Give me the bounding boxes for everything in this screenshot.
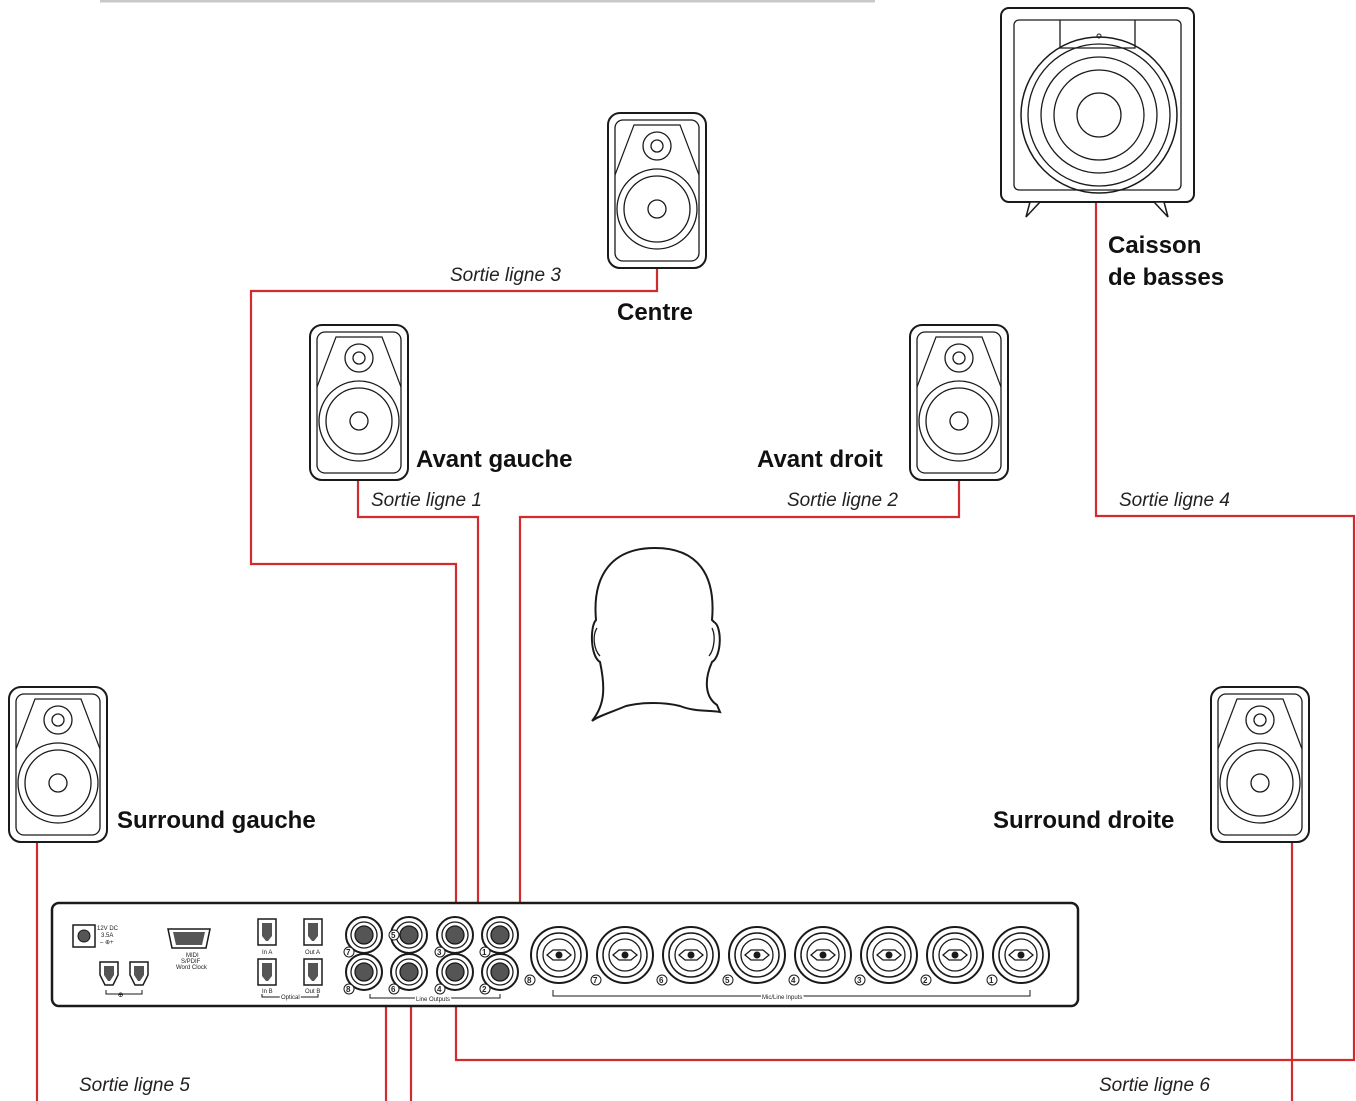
label-output-1: Sortie ligne 1 [371,490,482,511]
line-jack-num-8: 8 [346,985,351,994]
mic-input-jack-6[interactable] [662,926,720,984]
mic-input-jack-2[interactable] [926,926,984,984]
mic-jack-num-7: 7 [593,976,598,985]
optical-label: Optical [281,995,300,1001]
mic-input-jack-8[interactable] [530,926,588,984]
power-jack-icon [72,924,96,948]
mic-input-jack-1[interactable] [992,926,1050,984]
line-jack-num-1: 1 [482,948,487,957]
midi-label-1: MIDI [186,953,199,959]
label-front-right: Avant droit [757,446,883,473]
line-jack-num-2: 2 [482,985,487,994]
mic-jack-num-1: 1 [989,976,994,985]
line-jack-num-7: 7 [346,948,351,957]
label-output-3: Sortie ligne 3 [450,265,561,286]
mic-jack-num-8: 8 [527,976,532,985]
label-output-5: Sortie ligne 5 [79,1075,190,1096]
cable-line-1 [356,480,495,937]
label-output-2: Sortie ligne 2 [787,490,898,511]
listener-head-icon [590,546,722,722]
mic-input-numbers: 8 7 6 5 4 3 2 1 [524,974,998,986]
speaker-surround-right [1210,686,1310,843]
speaker-center [607,112,707,269]
mic-input-jack-4[interactable] [794,926,852,984]
optical-in-b: In B [262,989,273,995]
power-polarity-symbol: – ⊕+ [100,940,114,946]
mic-jack-num-4: 4 [791,976,796,985]
midi-port-icon [167,928,211,949]
mic-jack-num-5: 5 [725,976,730,985]
firewire-port-icon: ⴲ [99,961,149,999]
label-output-4: Sortie ligne 4 [1119,490,1230,511]
optical-ports [257,918,323,998]
midi-label-3: Word Clock [176,965,208,971]
line-jack-num-5: 5 [391,931,396,940]
mic-inputs-label: Mic/Line Inputs [762,995,802,1001]
speaker-front-right [909,324,1009,481]
subwoofer [1000,7,1195,218]
mic-jack-num-2: 2 [923,976,928,985]
optical-out-b: Out B [305,989,320,995]
power-label-2: 3.5A [101,933,113,939]
midi-label-2: S/PDIF [181,959,201,965]
cable-line-4 [454,202,1356,1062]
cable-line-2 [500,480,961,974]
speaker-surround-left [8,686,108,843]
label-surround-left: Surround gauche [117,807,316,834]
label-surround-right: Surround droite [993,807,1174,834]
mic-input-jack-3[interactable] [860,926,918,984]
mic-input-jack-7[interactable] [596,926,654,984]
label-output-6: Sortie ligne 6 [1099,1075,1210,1096]
label-center: Centre [617,299,693,326]
power-label-1: 12V DC [97,926,119,932]
line-jack-num-4: 4 [437,985,442,994]
label-subwoofer-1: Caisson [1108,232,1201,259]
line-output-numbers: 7 5 3 1 8 6 4 2 [343,929,491,995]
firewire-symbol: ⴲ [118,993,123,999]
label-subwoofer-2: de basses [1108,264,1224,291]
mic-input-jack-5[interactable] [728,926,786,984]
audio-interface-panel: 12V DC 3.5A – ⊕+ ⴲ MIDI S/PDIF Word Cloc… [50,901,1080,1008]
label-front-left: Avant gauche [416,446,572,473]
mic-jack-num-3: 3 [857,976,862,985]
optical-in-a: In A [262,950,272,956]
speaker-front-left [309,324,409,481]
line-jack-num-6: 6 [391,985,396,994]
mic-jack-num-6: 6 [659,976,664,985]
optical-out-a: Out A [305,950,320,956]
line-outputs-label: Line Outputs [416,997,450,1003]
line-jack-num-3: 3 [437,948,442,957]
cable-line-3 [249,267,659,935]
